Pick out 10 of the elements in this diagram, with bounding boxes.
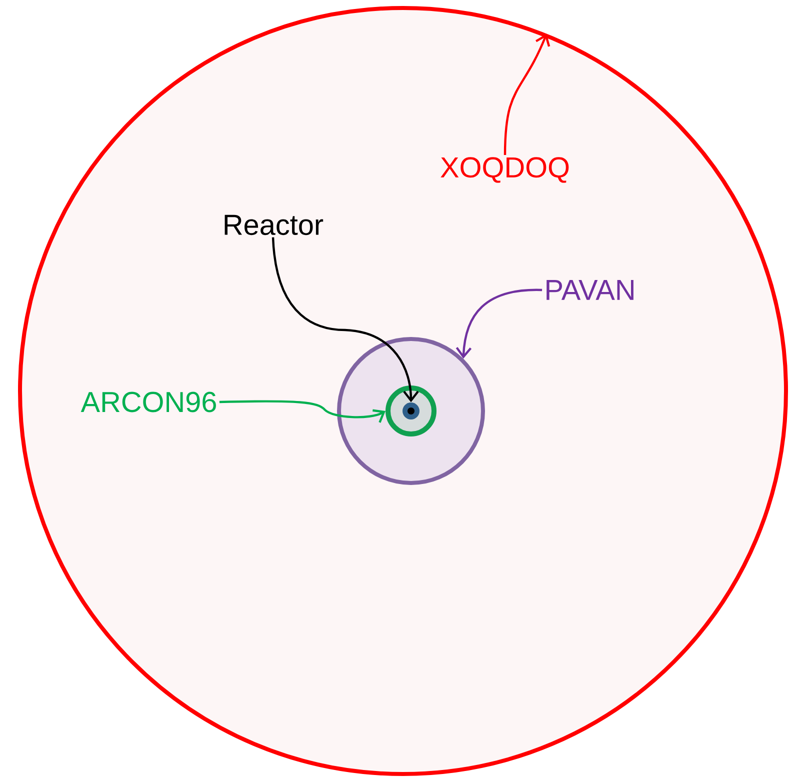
leader-arrow <box>219 400 386 423</box>
leader-arrow <box>504 34 550 155</box>
leader-arrow <box>456 288 542 359</box>
region-circle <box>18 6 788 776</box>
leader-arrow <box>272 237 419 402</box>
model-label: ARCON96 <box>80 392 216 412</box>
reactor-dot <box>402 402 420 420</box>
model-label: Reactor <box>224 214 324 236</box>
model-label: XOQDOQ <box>440 157 569 183</box>
model-label: PAVAN <box>546 280 634 300</box>
